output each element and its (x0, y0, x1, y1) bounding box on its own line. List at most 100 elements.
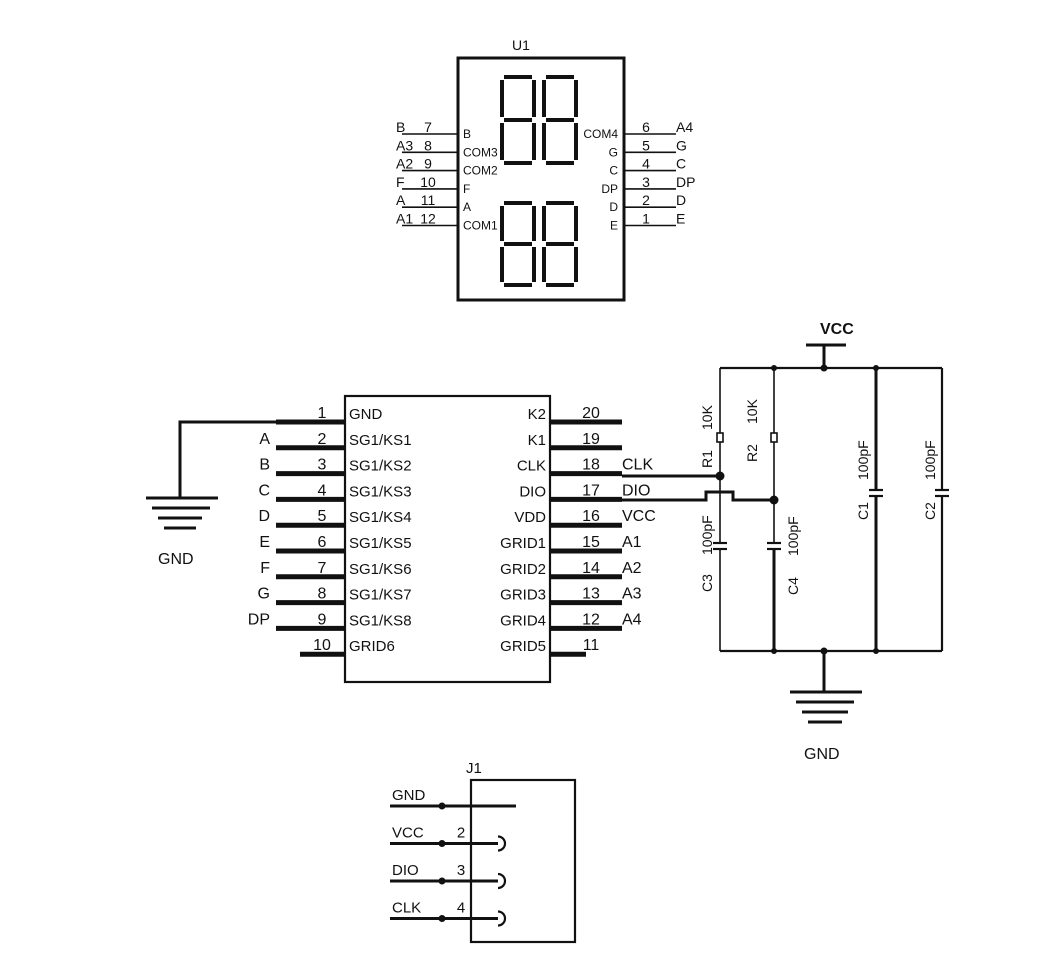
display-pin-name: COM4 (583, 127, 618, 141)
r2-value: 10K (744, 398, 760, 424)
digit-graphic-bottom (500, 201, 578, 287)
ic-ground-symbol (146, 496, 218, 530)
ic-gnd-label: GND (158, 551, 194, 568)
display-pin-name: DP (601, 182, 618, 196)
display-pin-net-label: E (676, 211, 685, 227)
ic-pin-number: 3 (318, 457, 327, 474)
display-pin-name: A (463, 200, 471, 214)
ic-pin-7: 7 SG1/KS6 F (260, 560, 412, 580)
ic-gnd-wire (178, 420, 300, 497)
ic-pin-number: 7 (318, 560, 327, 577)
r2-ref: R2 (744, 444, 760, 462)
ic-pin-net-label: G (258, 586, 270, 603)
ic-pin-number: 5 (318, 508, 327, 525)
ic-pin-number: 19 (582, 431, 600, 448)
display-pin-name: C (609, 164, 618, 178)
connector-pin-net-label: DIO (392, 862, 419, 879)
ic-pin-name: SG1/KS1 (349, 432, 412, 449)
ic-pin-net-label: F (260, 560, 270, 577)
ic-pin-number: 12 (582, 611, 600, 628)
display-pin-number: 9 (424, 156, 432, 172)
ic-pin-net-label: B (259, 457, 270, 474)
display-pin-number: 3 (642, 174, 650, 190)
display-pin-net-label: A1 (396, 211, 413, 227)
c2-ref: C2 (922, 502, 938, 520)
ic-pin-net-label: DP (248, 611, 270, 628)
ic-pin-net-label: C (258, 482, 270, 499)
ic-pin-number: 10 (313, 637, 331, 654)
c1-value: 100pF (855, 440, 871, 480)
connector-pin-net-label: VCC (392, 825, 424, 842)
display-pin-net-label: A3 (396, 137, 413, 153)
display-pin-net-label: B (396, 119, 405, 135)
r1-resistor (716, 432, 724, 443)
c4-value: 100pF (785, 516, 801, 556)
ic-pin-name: SG1/KS6 (349, 561, 412, 578)
ic-pin-name: GRID6 (349, 638, 395, 655)
display-pin-number: 10 (420, 174, 436, 190)
ic-pin-number: 13 (582, 586, 600, 603)
ic-pin-name: SG1/KS7 (349, 587, 412, 604)
c3-ref: C3 (699, 574, 715, 592)
ic-pin-name: GRID1 (500, 535, 546, 552)
ic-pin-name: VDD (514, 509, 546, 526)
display-pin-name: COM3 (463, 145, 498, 159)
display-pin-number: 7 (424, 119, 432, 135)
passive-network: VCC R1 10K R2 10K C3 100pF (622, 321, 949, 763)
ic-pin-net-label: A (259, 431, 270, 448)
ic-pin-number: 18 (582, 457, 600, 474)
connector-pin-net-label: GND (392, 787, 426, 804)
connector-pin-number: 3 (457, 862, 465, 879)
ic-pin-number: 9 (318, 611, 327, 628)
c1-ref: C1 (855, 502, 871, 520)
connector-pin-net-label: CLK (392, 900, 421, 917)
ic-pin-number: 1 (318, 405, 327, 422)
display-pin-number: 4 (642, 156, 650, 172)
vcc-label: VCC (820, 321, 854, 338)
ic-pin-name: GRID2 (500, 561, 546, 578)
ic-pin-name: SG1/KS5 (349, 535, 412, 552)
display-pin-number: 1 (642, 211, 650, 227)
display-pin-number: 12 (420, 211, 436, 227)
connector-body (469, 778, 577, 944)
ic-pin-number: 11 (583, 637, 600, 654)
display-pin-net-label: C (676, 156, 686, 172)
display-pin-name: F (463, 182, 470, 196)
ic-pin-net-label: D (258, 508, 270, 525)
ic-pin-name: GRID5 (500, 638, 546, 655)
ic-pin-net-label: E (259, 534, 270, 551)
display-pin-number: 2 (642, 192, 650, 208)
r1-value: 10K (699, 404, 715, 430)
c2-value: 100pF (922, 440, 938, 480)
display-pin-net-label: F (396, 174, 405, 190)
ic-pin-name: GRID4 (500, 612, 546, 629)
display-pin-name: G (609, 145, 618, 159)
display-pin-net-label: DP (676, 174, 695, 190)
display-pin-net-label: A (396, 192, 406, 208)
